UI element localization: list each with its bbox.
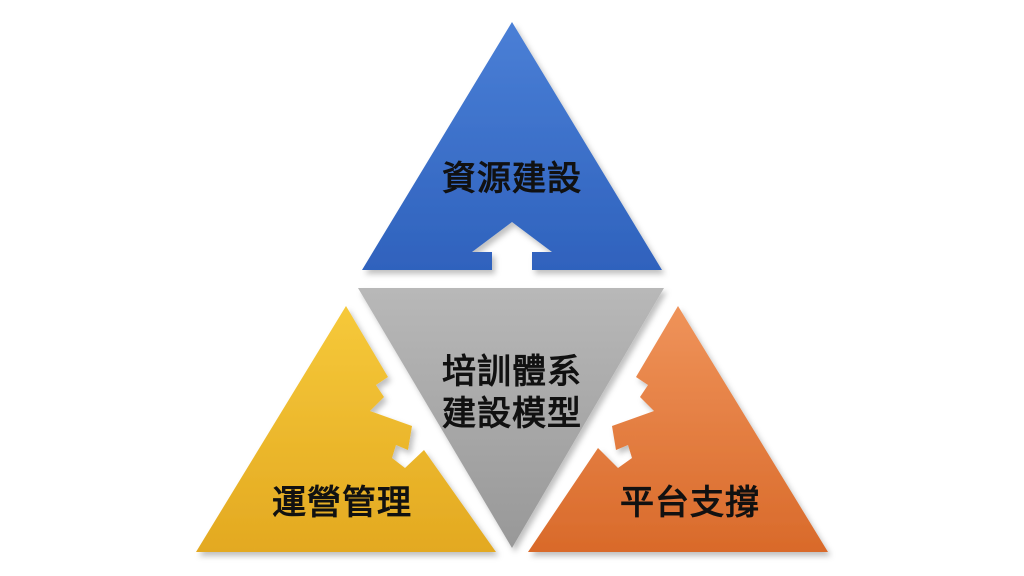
- node-label-center: 培訓體系 建設模型: [420, 355, 604, 439]
- right-triangle: [528, 306, 828, 552]
- left-triangle: [196, 306, 496, 552]
- node-label-center-line1: 培訓體系: [442, 352, 582, 392]
- node-label-center-line2: 建設模型: [442, 394, 582, 434]
- top-triangle: [362, 22, 662, 270]
- node-label-top: 資源建設: [442, 159, 582, 199]
- node-label-right: 平台支撐: [620, 483, 760, 523]
- node-label-left: 運營管理: [272, 483, 412, 523]
- center-triangle: [358, 288, 664, 548]
